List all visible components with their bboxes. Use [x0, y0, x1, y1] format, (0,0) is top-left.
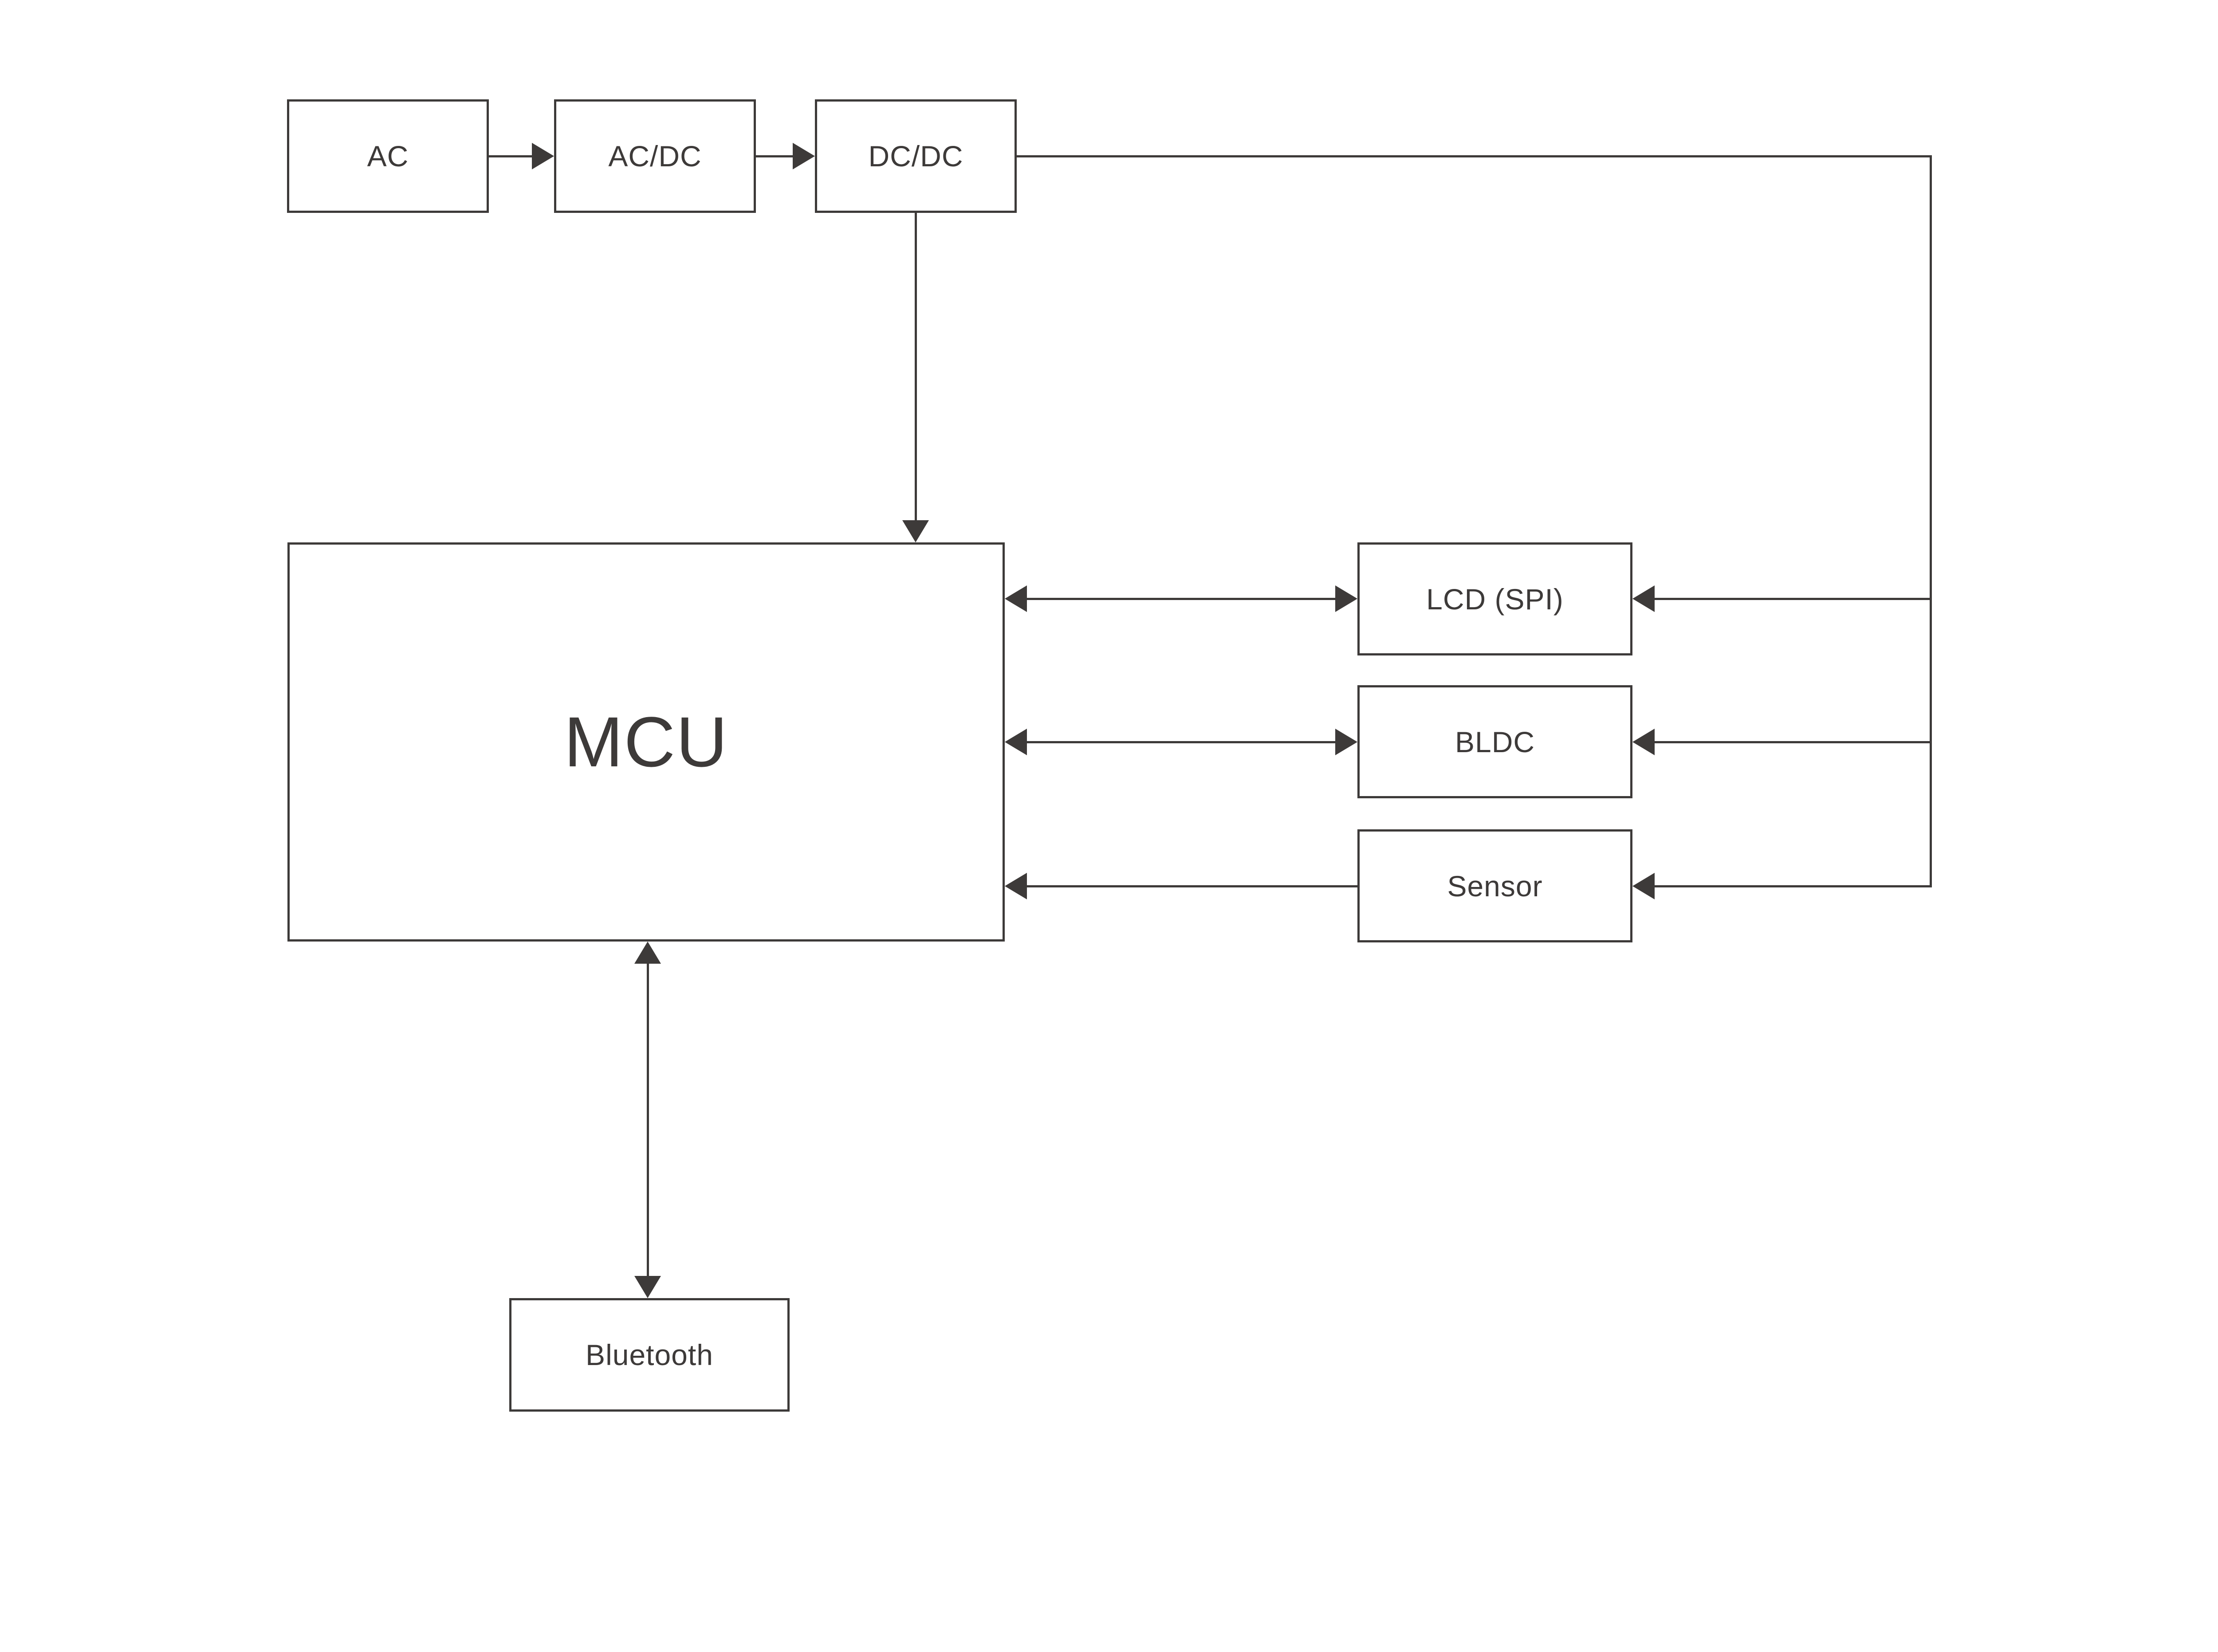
edge-mcu-bluetooth-arrowhead-mcu [634, 942, 661, 964]
edge-sensor-mcu-line [1027, 885, 1357, 887]
node-dcdc-label: DC/DC [868, 140, 963, 173]
edge-rail-sensor-arrowhead [1632, 873, 1655, 899]
edge-mcu-bldc-line [1027, 741, 1335, 743]
edge-mcu-lcd-line [1027, 598, 1335, 600]
node-ac-label: AC [367, 140, 409, 173]
node-mcu-label: MCU [564, 702, 728, 781]
node-bluetooth-label: Bluetooth [586, 1338, 713, 1371]
node-acdc-label: AC/DC [608, 140, 702, 173]
edge-mcu-bldc-arrowhead-bldc [1335, 729, 1357, 755]
edge-mcu-bldc-arrowhead-mcu [1005, 729, 1027, 755]
node-sensor: Sensor [1357, 829, 1632, 942]
power-rail-top-line [1017, 155, 1932, 157]
node-lcd-label: LCD (SPI) [1426, 582, 1564, 616]
edge-mcu-bluetooth-arrowhead-bluetooth [634, 1276, 661, 1298]
node-lcd: LCD (SPI) [1357, 542, 1632, 655]
edge-dcdc-mcu-arrowhead [902, 520, 929, 542]
edge-mcu-bluetooth-line [647, 963, 649, 1277]
node-dcdc: DC/DC [815, 99, 1017, 213]
node-bldc-label: BLDC [1455, 725, 1535, 758]
edge-dcdc-mcu-line [915, 213, 917, 521]
node-bldc: BLDC [1357, 685, 1632, 798]
edge-sensor-mcu-arrowhead [1005, 873, 1027, 899]
node-bluetooth: Bluetooth [509, 1298, 790, 1412]
edge-rail-sensor-line [1655, 885, 1932, 887]
edge-rail-bldc-line [1655, 741, 1932, 743]
edge-acdc-dcdc-arrowhead [793, 143, 815, 169]
edge-mcu-lcd-arrowhead-mcu [1005, 585, 1027, 612]
edge-rail-lcd-line [1655, 598, 1932, 600]
edge-rail-lcd-arrowhead [1632, 585, 1655, 612]
node-mcu: MCU [287, 542, 1005, 942]
edge-ac-acdc-line [489, 155, 532, 157]
node-acdc: AC/DC [554, 99, 756, 213]
edge-mcu-lcd-arrowhead-lcd [1335, 585, 1357, 612]
power-rail-vertical-line [1930, 155, 1932, 887]
node-ac: AC [287, 99, 489, 213]
edge-ac-acdc-arrowhead [532, 143, 554, 169]
edge-acdc-dcdc-line [756, 155, 793, 157]
edge-rail-bldc-arrowhead [1632, 729, 1655, 755]
node-sensor-label: Sensor [1447, 869, 1543, 903]
